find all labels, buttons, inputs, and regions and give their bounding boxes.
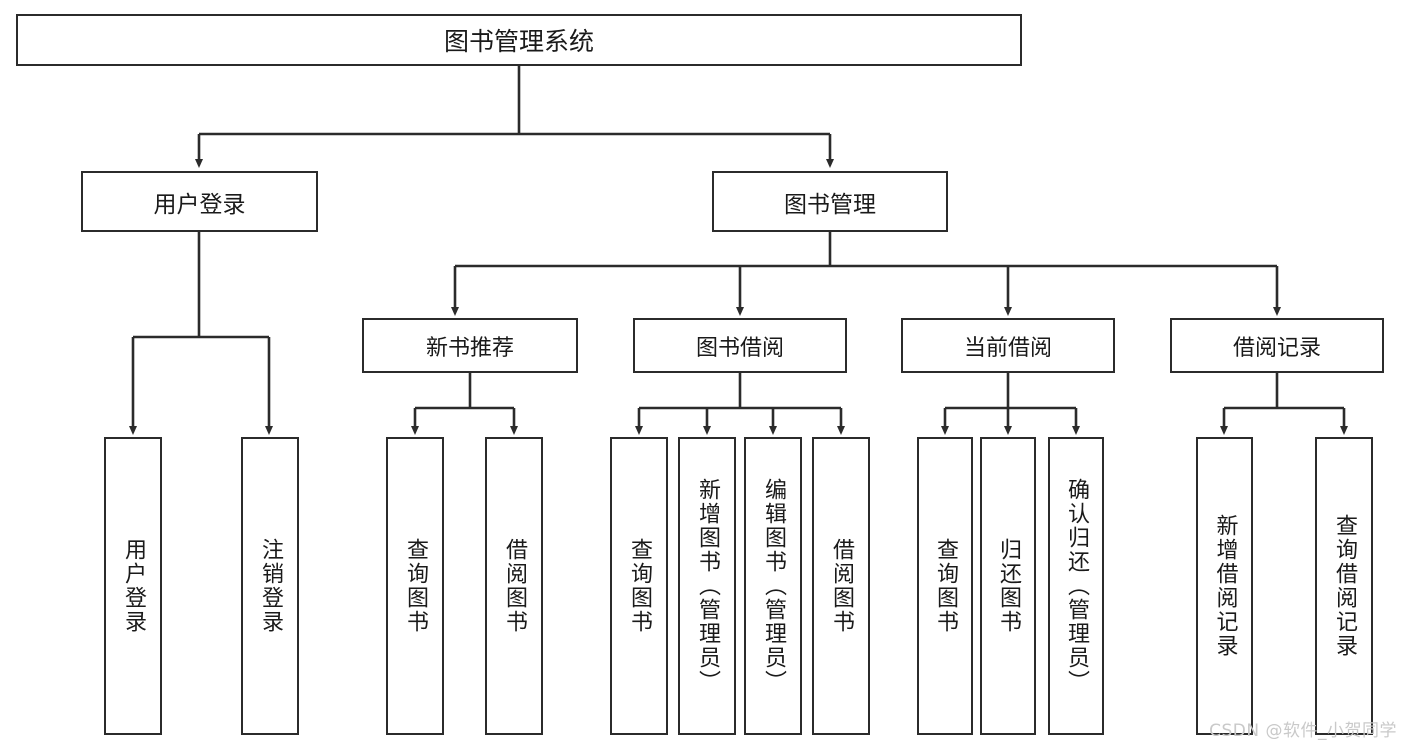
node-label: 查询图书 (403, 538, 428, 634)
node-label: 借阅图书 (502, 538, 527, 634)
node-root-system[interactable]: 图书管理系统 (16, 14, 1022, 66)
node-label: 确认归还（管理员） (1064, 478, 1089, 694)
node-label: 图书借阅 (695, 335, 784, 361)
node-label: 图书管理系统 (443, 27, 594, 56)
leaf-user-login[interactable]: 用户登录 (104, 437, 162, 735)
leaf-add-book-admin[interactable]: 新增图书（管理员） (678, 437, 736, 735)
leaf-confirm-return-admin[interactable]: 确认归还（管理员） (1048, 437, 1104, 735)
node-label: 借阅图书 (829, 538, 854, 634)
node-label: 注销登录 (258, 538, 283, 634)
node-current-borrow[interactable]: 当前借阅 (901, 318, 1115, 373)
node-borrow-record[interactable]: 借阅记录 (1170, 318, 1384, 373)
node-label: 查询借阅记录 (1332, 514, 1357, 658)
leaf-query-book-borrow[interactable]: 查询图书 (610, 437, 668, 735)
leaf-query-borrow-record[interactable]: 查询借阅记录 (1315, 437, 1373, 735)
leaf-query-book-current[interactable]: 查询图书 (917, 437, 973, 735)
node-label: 图书管理 (784, 191, 876, 218)
leaf-query-book-recommend[interactable]: 查询图书 (386, 437, 444, 735)
node-label: 用户登录 (153, 191, 246, 218)
node-new-book-recommend[interactable]: 新书推荐 (362, 318, 578, 373)
node-book-management[interactable]: 图书管理 (712, 171, 948, 232)
node-book-borrow[interactable]: 图书借阅 (633, 318, 847, 373)
node-label: 新书推荐 (425, 335, 514, 361)
node-label: 新增图书（管理员） (695, 478, 720, 694)
node-user-login[interactable]: 用户登录 (81, 171, 318, 232)
leaf-edit-book-admin[interactable]: 编辑图书（管理员） (744, 437, 802, 735)
leaf-borrow-book-recommend[interactable]: 借阅图书 (485, 437, 543, 735)
node-label: 查询图书 (933, 538, 958, 634)
watermark-text: CSDN @软件_小贺同学 (1209, 721, 1397, 741)
node-label: 查询图书 (627, 538, 652, 634)
node-label: 归还图书 (996, 538, 1021, 634)
leaf-return-book[interactable]: 归还图书 (980, 437, 1036, 735)
node-label: 编辑图书（管理员） (761, 478, 786, 694)
node-label: 借阅记录 (1232, 335, 1321, 361)
leaf-add-borrow-record[interactable]: 新增借阅记录 (1196, 437, 1253, 735)
node-label: 用户登录 (121, 538, 146, 634)
leaf-borrow-book[interactable]: 借阅图书 (812, 437, 870, 735)
node-label: 新增借阅记录 (1212, 514, 1238, 658)
leaf-user-logout[interactable]: 注销登录 (241, 437, 299, 735)
node-label: 当前借阅 (963, 335, 1052, 361)
